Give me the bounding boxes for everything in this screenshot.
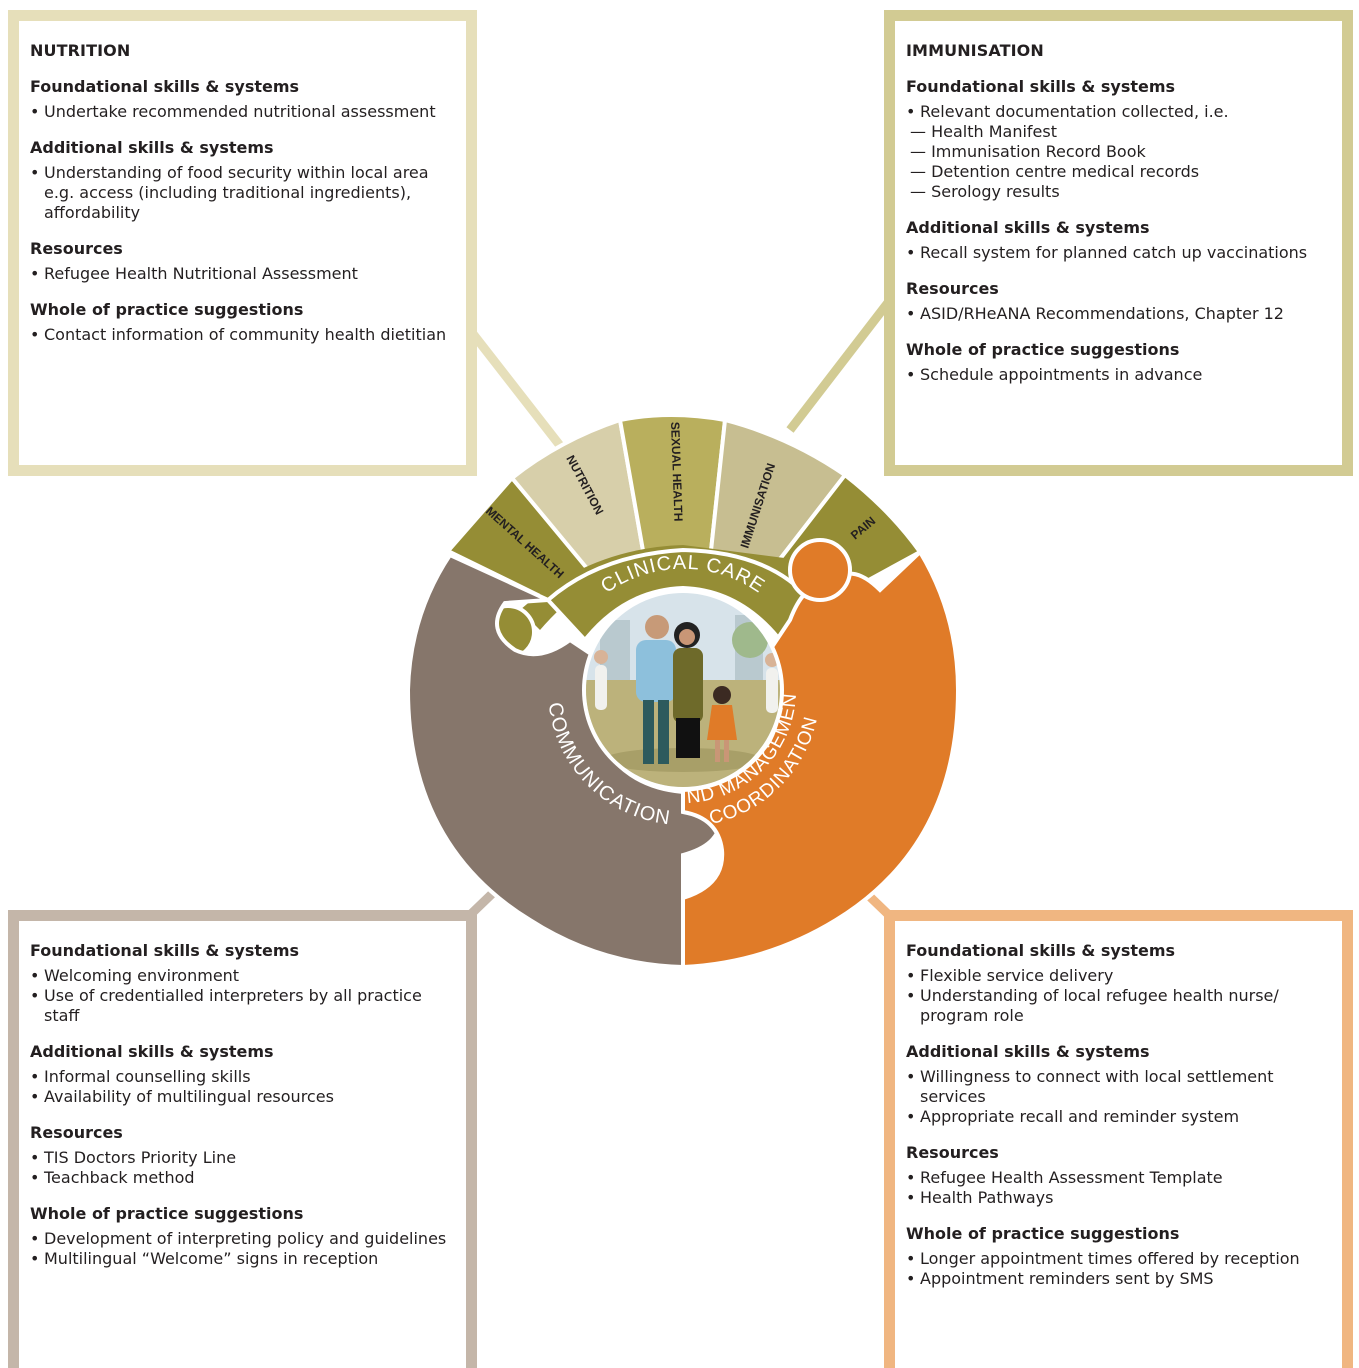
- list-item: Teachback method: [30, 1168, 455, 1188]
- sub-list-item: — Immunisation Record Book: [910, 142, 1146, 161]
- section-heading: Additional skills & systems: [906, 218, 1150, 237]
- list-item: Refugee Health Assessment Template: [906, 1168, 1331, 1188]
- section-heading: Resources: [30, 1123, 123, 1142]
- list-item: TIS Doctors Priority Line: [30, 1148, 455, 1168]
- list-item: Flexible service delivery: [906, 966, 1331, 986]
- section-heading: Resources: [30, 239, 123, 258]
- communication-whole-of-practice: Whole of practice suggestions Developmen…: [30, 1204, 455, 1269]
- list-item: Appropriate recall and reminder system: [906, 1107, 1331, 1127]
- coordination-knob: [788, 538, 852, 602]
- list-item: Schedule appointments in advance: [906, 365, 1331, 385]
- immunisation-title: IMMUNISATION: [906, 41, 1044, 60]
- section-heading: Additional skills & systems: [906, 1042, 1150, 1061]
- coordination-piece: [681, 548, 961, 970]
- nutrition-additional: Additional skills & systems Understandin…: [30, 138, 455, 223]
- nutrition-connector: [466, 327, 569, 455]
- list-item: Willingness to connect with local settle…: [906, 1067, 1331, 1107]
- sub-list-item: — Health Manifest: [910, 122, 1057, 141]
- immunisation-foundational: Foundational skills & systems Relevant d…: [906, 77, 1331, 202]
- communication-resources: Resources TIS Doctors Priority Line Teac…: [30, 1123, 455, 1188]
- list-item: Understanding of food security within lo…: [30, 163, 455, 223]
- list-item: Relevant documentation collected, i.e.: [906, 102, 1331, 122]
- section-heading: Resources: [906, 279, 999, 298]
- section-heading: Additional skills & systems: [30, 138, 274, 157]
- coordination-panel: Foundational skills & systems Flexible s…: [884, 910, 1353, 1368]
- communication-foundational: Foundational skills & systems Welcoming …: [30, 941, 455, 1026]
- nutrition-panel: NUTRITION Foundational skills & systems …: [8, 10, 477, 476]
- sub-list-item: — Serology results: [910, 182, 1060, 201]
- list-item: ASID/RHeANA Recommendations, Chapter 12: [906, 304, 1331, 324]
- section-heading: Foundational skills & systems: [30, 77, 300, 96]
- nutrition-resources: Resources Refugee Health Nutritional Ass…: [30, 239, 455, 284]
- coordination-additional: Additional skills & systems Willingness …: [906, 1042, 1331, 1127]
- nutrition-foundational: Foundational skills & systems Undertake …: [30, 77, 455, 122]
- section-heading: Whole of practice suggestions: [30, 300, 304, 319]
- coordination-whole-of-practice: Whole of practice suggestions Longer app…: [906, 1224, 1331, 1289]
- section-heading: Whole of practice suggestions: [906, 1224, 1180, 1243]
- list-item: Multilingual “Welcome” signs in receptio…: [30, 1249, 455, 1269]
- coordination-resources: Resources Refugee Health Assessment Temp…: [906, 1143, 1331, 1208]
- list-item: Longer appointment times offered by rece…: [906, 1249, 1331, 1269]
- immunisation-whole-of-practice: Whole of practice suggestions Schedule a…: [906, 340, 1331, 385]
- immunisation-additional: Additional skills & systems Recall syste…: [906, 218, 1331, 263]
- list-item: Contact information of community health …: [30, 325, 455, 345]
- immunisation-resources: Resources ASID/RHeANA Recommendations, C…: [906, 279, 1331, 324]
- nutrition-title: NUTRITION: [30, 41, 131, 60]
- list-item: Availability of multilingual resources: [30, 1087, 455, 1107]
- petal-label-sexual-health: SEXUAL HEALTH: [668, 422, 685, 522]
- immunisation-panel: IMMUNISATION Foundational skills & syste…: [884, 10, 1353, 476]
- section-heading: Whole of practice suggestions: [906, 340, 1180, 359]
- list-item: Refugee Health Nutritional Assessment: [30, 264, 455, 284]
- section-heading: Whole of practice suggestions: [30, 1204, 304, 1223]
- section-heading: Foundational skills & systems: [30, 941, 300, 960]
- list-item: Undertake recommended nutritional assess…: [30, 102, 455, 122]
- section-heading: Additional skills & systems: [30, 1042, 274, 1061]
- list-item: Welcoming environment: [30, 966, 455, 986]
- list-item: Appointment reminders sent by SMS: [906, 1269, 1331, 1289]
- section-heading: Foundational skills & systems: [906, 941, 1176, 960]
- communication-additional: Additional skills & systems Informal cou…: [30, 1042, 455, 1107]
- list-item: Informal counselling skills: [30, 1067, 455, 1087]
- immunisation-connector: [786, 297, 894, 433]
- list-item: Recall system for planned catch up vacci…: [906, 243, 1331, 263]
- section-heading: Foundational skills & systems: [906, 77, 1176, 96]
- nutrition-whole-of-practice: Whole of practice suggestions Contact in…: [30, 300, 455, 345]
- list-item: Health Pathways: [906, 1188, 1331, 1208]
- sub-list-item: — Detention centre medical records: [910, 162, 1200, 181]
- list-item: Use of credentialled interpreters by all…: [30, 986, 455, 1026]
- list-item: Understanding of local refugee health nu…: [906, 986, 1331, 1026]
- communication-panel: Foundational skills & systems Welcoming …: [8, 910, 477, 1368]
- list-item: Development of interpreting policy and g…: [30, 1229, 455, 1249]
- section-heading: Resources: [906, 1143, 999, 1162]
- coordination-foundational: Foundational skills & systems Flexible s…: [906, 941, 1331, 1026]
